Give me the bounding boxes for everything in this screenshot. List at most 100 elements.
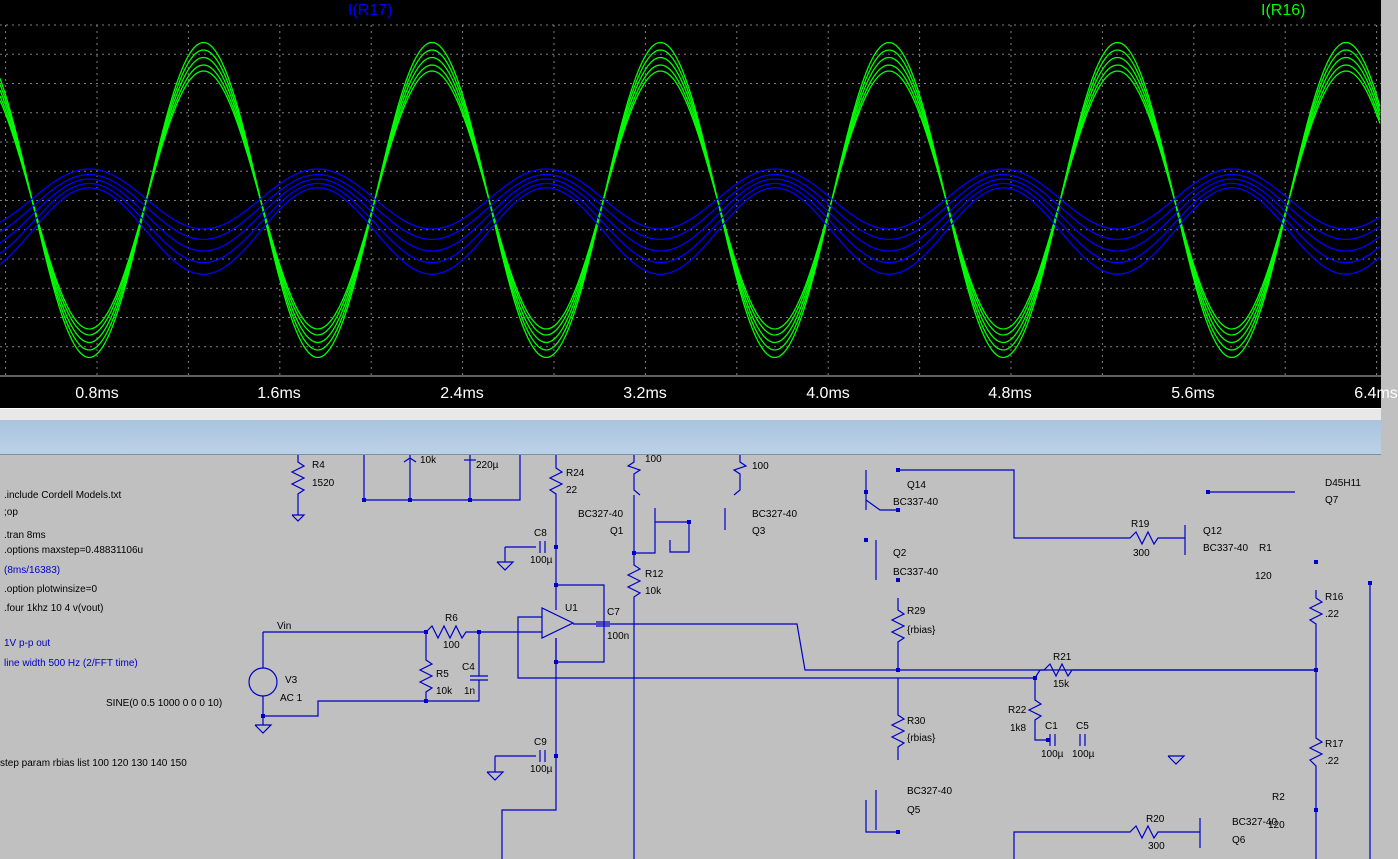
- part-value[interactable]: 100µ: [530, 764, 553, 775]
- part-label[interactable]: R29: [907, 606, 926, 617]
- part-value[interactable]: .22: [1325, 756, 1339, 767]
- comment-line-width[interactable]: line width 500 Hz (2/FFT time): [4, 658, 138, 669]
- part-label[interactable]: R17: [1325, 739, 1344, 750]
- part-label[interactable]: Q2: [893, 548, 907, 559]
- part-label[interactable]: Q1: [610, 526, 624, 537]
- resistor-r24[interactable]: [548, 455, 564, 547]
- part-value[interactable]: AC 1: [280, 693, 303, 704]
- part-label[interactable]: C4: [462, 662, 475, 673]
- waveform-pane[interactable]: I(R17) I(R16) 0.8ms 1.6ms 2.4ms 3.2ms 4.…: [0, 0, 1398, 408]
- resistor-r22[interactable]: [1027, 678, 1048, 741]
- part-model[interactable]: BC327-40: [907, 786, 953, 797]
- part-value[interactable]: 1n: [464, 686, 476, 697]
- part-label[interactable]: R22: [1008, 705, 1027, 716]
- part-label[interactable]: Q14: [907, 480, 926, 491]
- part-value[interactable]: 10k: [436, 686, 453, 697]
- part-value[interactable]: 100µ: [530, 555, 553, 566]
- resistor-r20[interactable]: [1013, 824, 1200, 859]
- part-label[interactable]: R20: [1146, 814, 1165, 825]
- spice-directive-include[interactable]: .include Cordell Models.txt: [4, 490, 122, 501]
- part-label[interactable]: V3: [285, 675, 298, 686]
- part-value[interactable]: 100: [443, 640, 460, 651]
- part-label[interactable]: R24: [566, 468, 585, 479]
- schematic-pane[interactable]: .include Cordell Models.txt ;op .tran 8m…: [0, 454, 1381, 859]
- waveform-plot[interactable]: [0, 0, 1381, 408]
- comment-ratio[interactable]: (8ms/16383): [4, 565, 61, 576]
- part-label[interactable]: R6: [445, 613, 458, 624]
- part-model[interactable]: BC327-40: [752, 509, 798, 520]
- trace-label-i-r16[interactable]: I(R16): [1261, 2, 1306, 19]
- part-value[interactable]: 1520: [312, 478, 335, 489]
- schematic-wiring[interactable]: [0, 455, 1381, 859]
- part-label[interactable]: R21: [1053, 652, 1072, 663]
- part-label[interactable]: R2: [1272, 792, 1285, 803]
- part-label[interactable]: Q3: [752, 526, 766, 537]
- trace-label-i-r17[interactable]: I(R17): [348, 2, 393, 19]
- part-label[interactable]: C1: [1045, 721, 1058, 732]
- resistor-r100[interactable]: [626, 455, 642, 496]
- part-value[interactable]: 100: [645, 454, 662, 465]
- part-label[interactable]: Q7: [1325, 495, 1339, 506]
- resistor-r6[interactable]: [263, 624, 481, 640]
- comment-1v-pp[interactable]: 1V p-p out: [4, 638, 51, 649]
- spice-directive-maxstep[interactable]: .options maxstep=0.48831106u: [4, 545, 144, 556]
- resistor-r16-r17[interactable]: [1308, 590, 1324, 859]
- part-value[interactable]: 100n: [607, 631, 630, 642]
- part-value[interactable]: 15k: [1053, 679, 1070, 690]
- part-value[interactable]: 22: [566, 485, 578, 496]
- spice-directive-plotwin[interactable]: .option plotwinsize=0: [4, 584, 98, 595]
- part-value[interactable]: 10k: [645, 586, 662, 597]
- part-label[interactable]: R19: [1131, 519, 1150, 530]
- resistor-r5[interactable]: [418, 632, 480, 702]
- part-value[interactable]: {rbias}: [907, 625, 936, 636]
- part-label[interactable]: R30: [907, 716, 926, 727]
- part-value[interactable]: 1k8: [1010, 723, 1027, 734]
- resistor-r29[interactable]: [890, 598, 906, 672]
- resistor-r19[interactable]: [898, 469, 1185, 546]
- schematic-window-titlebar[interactable]: [0, 420, 1381, 455]
- part-label[interactable]: R5: [436, 669, 449, 680]
- spice-directive-step[interactable]: step param rbias list 100 120 130 140 15…: [0, 758, 187, 769]
- part-value[interactable]: 300: [1148, 841, 1165, 852]
- part-value[interactable]: 100µ: [1041, 749, 1064, 760]
- part-label[interactable]: Q5: [907, 805, 921, 816]
- part-model[interactable]: BC337-40: [1203, 543, 1249, 554]
- part-model[interactable]: BC337-40: [893, 567, 939, 578]
- part-value[interactable]: 300: [1133, 548, 1150, 559]
- resistor-r4[interactable]: [290, 455, 306, 515]
- part-label[interactable]: U1: [565, 603, 578, 614]
- part-label[interactable]: R4: [312, 460, 325, 471]
- voltage-source-v3[interactable]: [248, 667, 278, 697]
- part-model[interactable]: D45H11: [1325, 478, 1361, 489]
- part-label[interactable]: Q12: [1203, 526, 1222, 537]
- part-value[interactable]: .22: [1325, 609, 1339, 620]
- resistor-r12[interactable]: [626, 553, 642, 859]
- part-value[interactable]: 120: [1255, 571, 1272, 582]
- opamp-u1[interactable]: [541, 607, 575, 639]
- part-model[interactable]: BC327-40: [578, 509, 624, 520]
- resistor-r30[interactable]: [890, 678, 906, 760]
- part-model[interactable]: BC337-40: [893, 497, 939, 508]
- part-label[interactable]: C9: [534, 737, 547, 748]
- part-value[interactable]: 100µ: [1072, 749, 1095, 760]
- part-value[interactable]: 220µ: [476, 460, 499, 471]
- part-value[interactable]: 100: [752, 461, 769, 472]
- part-model[interactable]: BC327-40: [1232, 817, 1278, 828]
- part-label[interactable]: Q6: [1232, 835, 1246, 846]
- part-label[interactable]: C5: [1076, 721, 1089, 732]
- part-label[interactable]: R1: [1259, 543, 1272, 554]
- source-sine-spec[interactable]: SINE(0 0.5 1000 0 0 0 10): [106, 698, 223, 709]
- resistor-r21[interactable]: [1034, 662, 1316, 679]
- spice-directive-tran[interactable]: .tran 8ms: [4, 530, 46, 541]
- spice-directive-four[interactable]: .four 1khz 10 4 v(vout): [4, 603, 104, 614]
- spice-directive-op[interactable]: ;op: [4, 507, 18, 518]
- part-label[interactable]: R16: [1325, 592, 1344, 603]
- part-label[interactable]: C8: [534, 528, 547, 539]
- part-value[interactable]: {rbias}: [907, 733, 936, 744]
- resistor-r100[interactable]: [732, 455, 748, 496]
- part-label[interactable]: R12: [645, 569, 664, 580]
- part-value[interactable]: 120: [1268, 820, 1285, 831]
- part-label[interactable]: C7: [607, 607, 620, 618]
- part-value[interactable]: 10k: [420, 455, 437, 466]
- net-label-vin[interactable]: Vin: [277, 621, 292, 632]
